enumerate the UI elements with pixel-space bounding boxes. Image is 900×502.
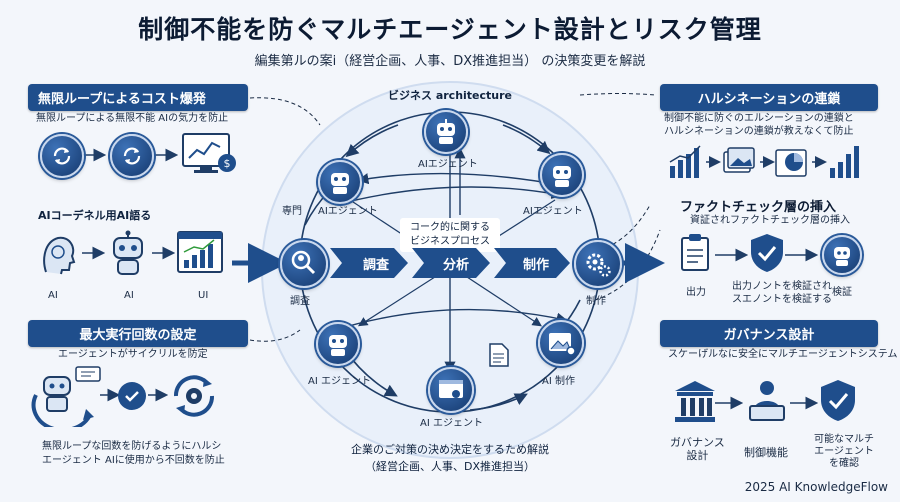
- pie-chart-icon: [775, 149, 807, 177]
- governance-header: ガバナンス設計: [660, 320, 878, 347]
- governance-description: スケーげルなに安全にマルチエージェントシステム: [668, 349, 898, 360]
- fact-label-verify-process: 出力ノントを検証され スエノントを検証する: [732, 281, 832, 305]
- production-node-label: 制作: [586, 296, 606, 307]
- agent-node-top-right-label: AIエジェント: [523, 206, 583, 217]
- robot-cycle-icon: [30, 365, 102, 433]
- max-exec-note-2: エージェント AIに使用から不回数を防止: [42, 455, 225, 466]
- fact-label-verify: 検証: [832, 287, 852, 298]
- hub-text-box: コーク的に関する ビジネスプロセス: [400, 218, 500, 252]
- footer-credit: 2025 AI KnowledgeFlow: [744, 480, 888, 494]
- hallucination-header: ハルシネーションの連鎖: [660, 84, 878, 111]
- agent-node-bottom: [428, 367, 474, 413]
- page-subtitle: 編集第ルの案i（経営企画、人事、DX推進担当） の決策変更を解説: [254, 54, 646, 69]
- robot-icon: [106, 230, 150, 276]
- magnifier-person-icon: [291, 250, 316, 275]
- center-bottom-text-1: 企業のご対策の決め決定をするため解説: [351, 443, 549, 456]
- flow-step-research-shape: [330, 248, 408, 278]
- max-exec-header: 最大実行回数の設定: [28, 320, 248, 347]
- gear-cycle-icon: [168, 372, 220, 420]
- refresh-icon: [110, 134, 154, 178]
- fact-check-description: 資証されファクトチェック層の挿入: [690, 215, 850, 226]
- agent-node-bottom-right: [538, 320, 584, 366]
- shield-check-icon: [748, 232, 786, 274]
- hub-text-line-1: コーク的に関する: [410, 222, 490, 233]
- flow-step-analysis-shape: [412, 248, 490, 278]
- agent-label-human: AI: [48, 290, 58, 301]
- hub-text-line-2: ビジネスプロセス: [410, 236, 490, 247]
- gears-icon: [586, 253, 611, 277]
- robot-verify-icon: [822, 235, 862, 275]
- max-exec-note-1: 無限ループな回数を防げるようにハルシ: [42, 441, 222, 452]
- agent-node-top-left-prefix: 専門: [282, 206, 302, 217]
- bar-chart-icon: [830, 146, 859, 178]
- agent-section-title: AIコーデネル用AI語る: [38, 209, 152, 222]
- flow-step-analysis: 分析: [442, 258, 469, 273]
- loop-cost-description: 無限ループによる無限不能 AIの気力を防止: [36, 113, 229, 124]
- research-node-label: 調査: [290, 296, 310, 307]
- bar-chart-icon: [669, 145, 701, 178]
- cost-chart-monitor-icon: $: [182, 132, 238, 176]
- refresh-icon: [40, 134, 84, 178]
- research-node: [280, 240, 328, 288]
- agent-label-robot: AI: [124, 290, 134, 301]
- agent-node-bottom-left: [316, 322, 360, 366]
- clipboard-output-icon: [676, 232, 714, 272]
- agent-node-top: [424, 110, 468, 154]
- person-laptop-icon: [744, 378, 790, 424]
- image-gear-icon: [549, 333, 576, 356]
- loop-cost-header: 無限ループによるコスト爆発: [28, 84, 248, 111]
- image-icon: [723, 147, 755, 173]
- center-bottom-text-2: （経営企画、人事、DX推進担当）: [364, 460, 535, 473]
- agent-node-bottom-right-label: AI 制作: [542, 376, 575, 387]
- robot-icon: [437, 119, 455, 144]
- flow-step-production: 制作: [522, 258, 549, 273]
- shield-check-icon: [818, 378, 858, 424]
- flow-step-production-shape: [494, 248, 570, 278]
- agent-node-top-left: [318, 160, 362, 204]
- svg-text:$: $: [224, 157, 231, 170]
- agent-node-top-left-label: AIエジェント: [318, 206, 378, 217]
- browser-gear-icon: [439, 380, 463, 398]
- agent-node-top-label: AIエジェント: [418, 159, 478, 170]
- agent-node-bottom-left-label: AI エジェント: [308, 376, 371, 387]
- agent-node-bottom-label: AI エジェント: [420, 418, 483, 429]
- human-head-icon: [36, 232, 80, 276]
- gov-label-design: ガバナンス 設計: [670, 436, 725, 462]
- document-icon: [488, 342, 510, 368]
- agent-label-ui: UI: [198, 290, 209, 301]
- check-icon: [118, 382, 146, 410]
- fact-check-title: ファクトチェック層の挿入: [680, 200, 837, 215]
- process-flow: [330, 248, 570, 278]
- gov-label-control: 制御機能: [744, 446, 788, 459]
- hallucination-desc-1: 制御不能に防ぐのエルシーションの連鎖と: [664, 113, 854, 124]
- hallucination-chain-icons: [668, 142, 878, 182]
- agent-node-top-right: [540, 153, 584, 197]
- max-exec-description: エージェントがサイクリルを防定: [58, 349, 208, 360]
- flow-step-research: 調査: [362, 258, 389, 273]
- production-node: [574, 240, 622, 288]
- fact-label-output: 出力: [686, 287, 706, 298]
- gov-label-confirm: 可能なマルチ エージェント を確認: [814, 434, 874, 469]
- bank-building-icon: [672, 378, 718, 424]
- hallucination-desc-2: ハルシネーションの連鎖が教えなくて防止: [664, 126, 854, 137]
- page-title: 制御不能を防ぐマルチエージェント設計とリスク管理: [138, 15, 762, 44]
- architecture-label: ビジネス architecture: [388, 89, 513, 102]
- dashboard-ui-icon: [176, 230, 226, 276]
